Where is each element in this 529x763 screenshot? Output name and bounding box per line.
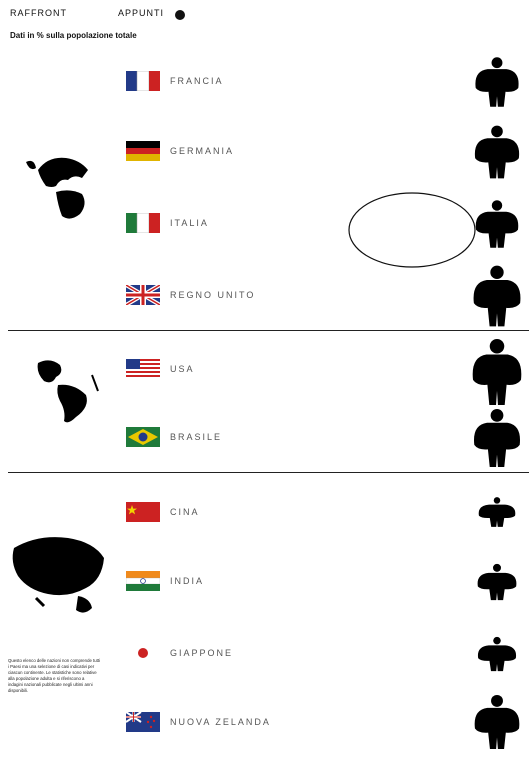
usa-flag-icon — [126, 359, 160, 379]
country-label: GERMANIA — [170, 146, 235, 156]
divider-europe-america — [8, 330, 529, 331]
row-usa: USA — [126, 358, 195, 380]
figure-regno-unito — [473, 265, 521, 327]
legend-dot-icon — [175, 10, 185, 20]
asia-globe-icon — [12, 537, 105, 613]
row-germany: GERMANIA — [126, 140, 234, 162]
figure-cina — [478, 497, 516, 527]
row-uk: REGNO UNITO — [126, 284, 255, 306]
chart-subtitle: Dati in % sulla popolazione totale — [10, 31, 137, 40]
figure-francia — [475, 57, 519, 107]
header-right-label: APPUNTI — [118, 8, 165, 18]
japan-flag-icon — [126, 643, 160, 663]
brazil-flag-icon — [126, 427, 160, 447]
row-france: FRANCIA — [126, 70, 224, 92]
country-label: BRASILE — [170, 432, 223, 442]
footnote-text: Questo elenco delle nazioni non comprend… — [8, 658, 100, 693]
europe-africa-globe-icon — [26, 152, 98, 220]
row-italy: ITALIA — [126, 212, 209, 234]
uk-flag-icon — [126, 285, 160, 305]
figure-giappone — [477, 636, 517, 672]
figure-usa — [472, 339, 522, 405]
figure-india — [477, 563, 517, 601]
country-label: REGNO UNITO — [170, 290, 256, 300]
country-label: CINA — [170, 507, 200, 517]
country-label: ITALIA — [170, 218, 209, 228]
header-left-label: RAFFRONT — [10, 8, 67, 18]
figure-germania — [474, 125, 520, 179]
germany-flag-icon — [126, 141, 160, 161]
divider-america-asia — [8, 472, 529, 473]
row-india: INDIA — [126, 570, 204, 592]
row-new-zealand: NUOVA ZELANDA — [126, 711, 271, 733]
figure-brasile — [473, 408, 521, 468]
new-zealand-flag-icon — [126, 712, 160, 732]
france-flag-icon — [126, 71, 160, 91]
country-label: NUOVA ZELANDA — [170, 717, 271, 727]
country-label: INDIA — [170, 576, 205, 586]
row-brazil: BRASILE — [126, 426, 222, 448]
highlight-ellipse — [348, 192, 476, 268]
row-china: CINA — [126, 501, 200, 523]
figure-nuova-zelanda — [474, 694, 520, 750]
americas-globe-icon — [37, 360, 99, 423]
country-label: GIAPPONE — [170, 648, 234, 658]
row-japan: GIAPPONE — [126, 642, 233, 664]
figure-italia — [475, 200, 519, 248]
italy-flag-icon — [126, 213, 160, 233]
china-flag-icon — [126, 502, 160, 522]
country-label: USA — [170, 364, 195, 374]
india-flag-icon — [126, 571, 160, 591]
country-label: FRANCIA — [170, 76, 224, 86]
